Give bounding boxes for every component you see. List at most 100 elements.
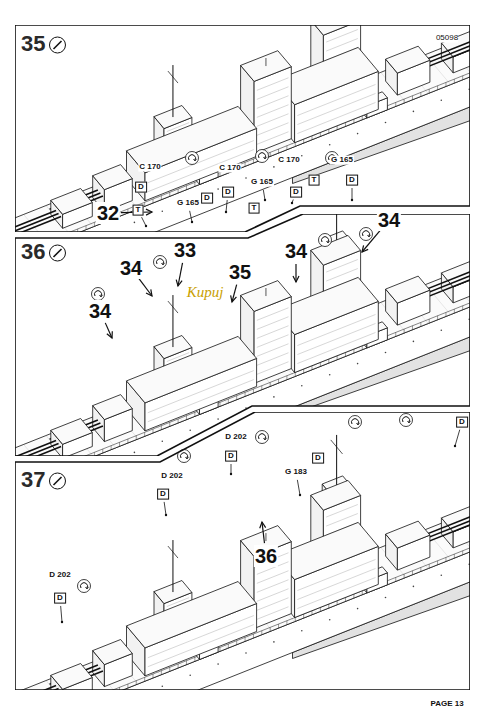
- ship-line: [420, 92, 421, 96]
- leader-arrowhead: [231, 295, 237, 302]
- ship-line: [320, 362, 321, 366]
- ship-line: [445, 82, 446, 86]
- ship-line: [395, 102, 396, 106]
- porthole: [301, 155, 303, 157]
- porthole: [273, 641, 275, 643]
- porthole: [413, 341, 415, 343]
- leader-line: [190, 211, 192, 222]
- porthole: [273, 396, 275, 398]
- ship-line: [257, 589, 289, 602]
- ship-line: [253, 389, 254, 393]
- ship-line: [462, 76, 463, 80]
- ship-line: [10, 689, 58, 708]
- leader-arrowhead: [146, 209, 152, 215]
- ship-line: [395, 577, 396, 581]
- ship-line: [257, 353, 289, 366]
- paint-icon: [92, 288, 105, 301]
- ship-line: [257, 78, 289, 91]
- part-number: D 202: [48, 571, 71, 580]
- step-number: 35: [19, 32, 47, 56]
- step-number: 37: [19, 468, 47, 492]
- ship-line: [270, 382, 271, 386]
- ship-part: [254, 542, 291, 629]
- ship-part: [254, 297, 291, 384]
- ship-line: [161, 196, 162, 200]
- ship-line: [69, 232, 70, 236]
- paint-icon: [360, 228, 373, 241]
- porthole: [22, 266, 24, 268]
- sprue-letter: T: [133, 205, 144, 216]
- part-number: C 170: [218, 164, 241, 173]
- ship-line: [69, 707, 70, 711]
- ship-line: [102, 694, 103, 698]
- panel-outline: [15, 412, 470, 690]
- ship-line: [297, 332, 375, 363]
- ship-line: [286, 621, 287, 625]
- ship-line: [479, 69, 480, 73]
- porthole: [106, 233, 108, 235]
- ship-line: [102, 449, 103, 453]
- ship-line: [257, 580, 289, 593]
- leader-line: [263, 190, 265, 200]
- ship-line: [462, 551, 463, 555]
- ship-part: [254, 67, 291, 154]
- ship-line: [437, 561, 438, 565]
- ship-line: [0, 462, 4, 492]
- leader-line: [164, 502, 166, 515]
- leader-arrowhead: [146, 289, 152, 296]
- ship-line: [474, 497, 480, 519]
- ship-line: [336, 435, 337, 485]
- ship-line: [286, 376, 287, 380]
- ship-line: [257, 87, 289, 100]
- ship-line: [219, 402, 220, 406]
- ship-line: [148, 625, 254, 667]
- ship-line: [0, 707, 4, 715]
- ship-line: [412, 326, 413, 330]
- ship-part: [311, 5, 361, 35]
- ship-line: [168, 546, 178, 558]
- ship-line: [111, 691, 112, 695]
- porthole: [245, 652, 247, 654]
- ship-line: [454, 554, 455, 558]
- ship-line: [257, 114, 289, 127]
- ship-line: [362, 346, 363, 350]
- ship-line: [454, 309, 455, 313]
- ship-line: [228, 644, 229, 648]
- ship-line: [186, 661, 187, 665]
- ship-line: [0, 0, 480, 266]
- ship-line: [470, 37, 480, 67]
- ship-line: [86, 456, 87, 460]
- ship-line: [429, 564, 430, 568]
- sprue-letter: D: [225, 451, 237, 462]
- leader-line: [231, 464, 232, 474]
- leader-dot: [165, 514, 167, 516]
- leader-line: [61, 606, 62, 622]
- ship-line: [270, 152, 271, 156]
- ship-part: [51, 419, 93, 445]
- ship-line: [144, 677, 145, 681]
- ship-line: [148, 616, 254, 658]
- ship-line: [228, 399, 229, 403]
- ship-part: [241, 281, 292, 312]
- leader-line: [455, 430, 460, 446]
- ship-line: [297, 577, 375, 608]
- porthole: [273, 166, 275, 168]
- ship-line: [257, 317, 289, 330]
- ship-line: [257, 571, 289, 584]
- ship-line: [312, 611, 313, 615]
- icon-layer: [78, 150, 413, 593]
- ship-line: [178, 189, 179, 193]
- ship-line: [470, 267, 480, 297]
- porthole: [385, 597, 387, 599]
- ship-line: [194, 657, 195, 661]
- leader-arrowhead: [176, 280, 182, 286]
- ship-line: [169, 192, 170, 196]
- sprue-letter: D: [54, 593, 66, 604]
- sprue-letter: D: [346, 175, 358, 186]
- leader-dot: [299, 494, 301, 496]
- ship-line: [257, 598, 289, 611]
- ship-line: [77, 704, 78, 708]
- sprue-letter: D: [312, 453, 324, 464]
- part-number: C 170: [138, 163, 161, 172]
